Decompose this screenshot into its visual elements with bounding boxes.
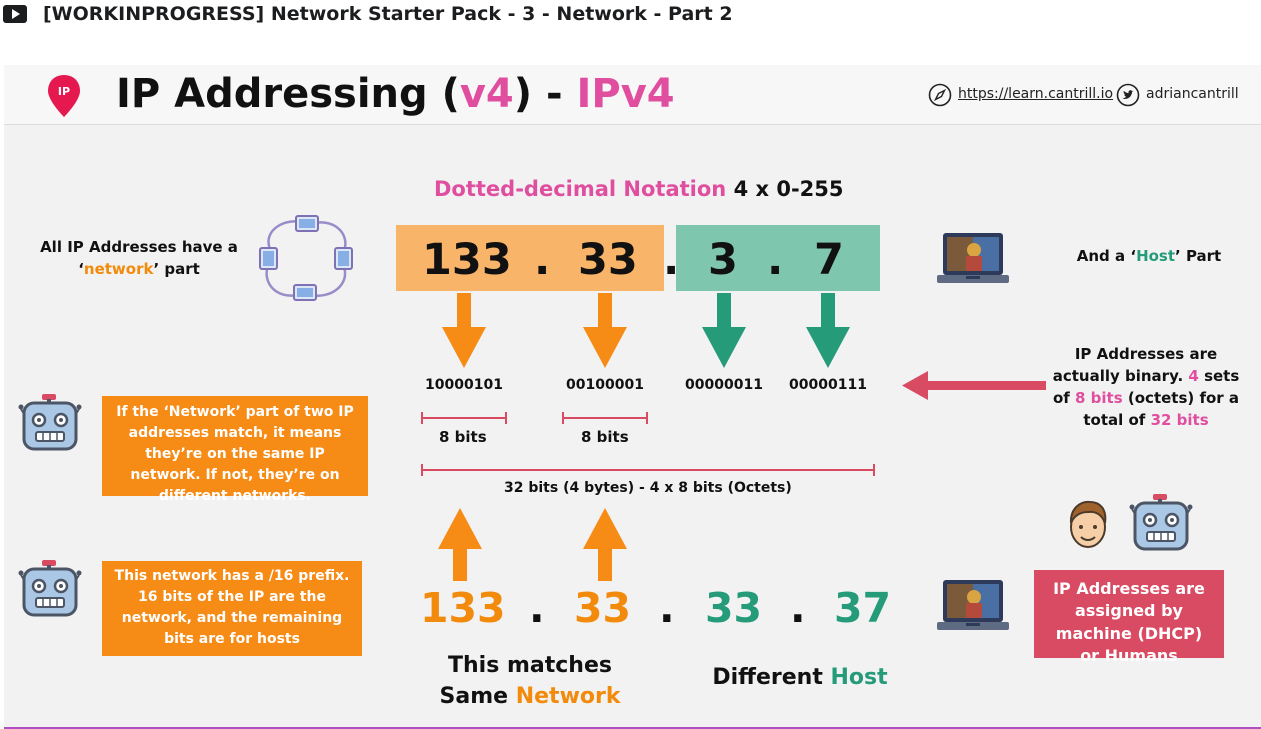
svg-text:IP: IP (58, 85, 70, 98)
laptop-icon (937, 233, 1009, 283)
slide-title: IP Addressing (v4) - IPv4 (116, 71, 675, 117)
diagram-arrows (438, 293, 1046, 581)
ip-pin-icon: IP (48, 75, 80, 117)
laptop-icon (937, 580, 1009, 630)
host-part-box (676, 225, 880, 291)
binary-note: IP Addresses are actually binary. 4 sets… (1052, 345, 1240, 430)
bits-bracket-1 (421, 412, 507, 424)
different-host-caption: Different Host (712, 665, 888, 690)
network-match-callout: If the ‘Network’ part of two IP addresse… (102, 396, 368, 504)
total-bits-bracket (421, 464, 875, 476)
network-part-box (396, 225, 664, 291)
binary-octet-2: 00100001 (566, 377, 644, 393)
ip-octet-4: 7 (814, 235, 844, 285)
arrow-down-green-1 (702, 293, 746, 368)
bits-label-2: 8 bits (581, 428, 629, 446)
arrow-down-green-2 (806, 293, 850, 368)
person-icon (1069, 500, 1107, 548)
notation-heading: Dotted-decimal Notation 4 x 0-255 (434, 177, 844, 201)
website-link[interactable]: https://learn.cantrill.io (958, 86, 1114, 102)
network-ring-icon (259, 215, 353, 301)
bottom-ip-octet-1: 133 (420, 584, 506, 632)
arrow-up-orange-1 (438, 508, 482, 581)
arrow-left-red (902, 371, 1046, 400)
bottom-ip-dot-3: . (790, 584, 806, 632)
video-title: [WORKINPROGRESS] Network Starter Pack - … (43, 3, 733, 25)
twitter-handle: adriancantrill (1146, 86, 1239, 102)
slide-header: IP IP Addressing (v4) - IPv4 https://lea… (4, 65, 1261, 125)
bottom-ip-octet-3: 33 (705, 584, 763, 632)
total-bits-label: 32 bits (4 bytes) - 4 x 8 bits (Octets) (504, 480, 792, 496)
bottom-ip-dot-2: . (659, 584, 675, 632)
play-icon[interactable] (3, 5, 27, 23)
network-part-note: All IP Addresses have a ‘network’ part (40, 238, 238, 278)
bits-label-1: 8 bits (439, 428, 487, 446)
robot-icon (1129, 494, 1193, 551)
host-part-note: And a ‘Host’ Part (1076, 247, 1222, 265)
robot-icon (18, 394, 82, 451)
twitter-icon (1116, 83, 1140, 107)
compass-icon (928, 83, 952, 107)
ip-dot-1: . (534, 235, 551, 285)
ip-octet-3: 3 (708, 235, 738, 285)
bottom-ip-octet-2: 33 (574, 584, 632, 632)
bottom-ip-octet-4: 37 (834, 584, 892, 632)
video-header: [WORKINPROGRESS] Network Starter Pack - … (0, 0, 1261, 62)
bottom-ip-dot-1: . (529, 584, 545, 632)
arrow-down-orange-1 (442, 293, 486, 368)
ip-octet-2: 33 (578, 235, 638, 285)
bits-bracket-2 (562, 412, 648, 424)
prefix-callout: This network has a /16 prefix. 16 bits o… (102, 561, 362, 656)
binary-octet-4: 00000111 (789, 377, 867, 393)
assignment-callout: IP Addresses are assigned by machine (DH… (1034, 570, 1224, 665)
binary-octet-3: 00000011 (685, 377, 763, 393)
ip-dot-2: . (663, 235, 680, 285)
robot-icon (18, 560, 82, 617)
ip-dot-3: . (767, 235, 784, 285)
slide: IP IP Addressing (v4) - IPv4 https://lea… (4, 65, 1261, 729)
arrow-up-orange-2 (583, 508, 627, 581)
arrow-down-orange-2 (583, 293, 627, 368)
binary-octet-1: 10000101 (425, 377, 503, 393)
ip-octet-1: 133 (422, 235, 512, 285)
